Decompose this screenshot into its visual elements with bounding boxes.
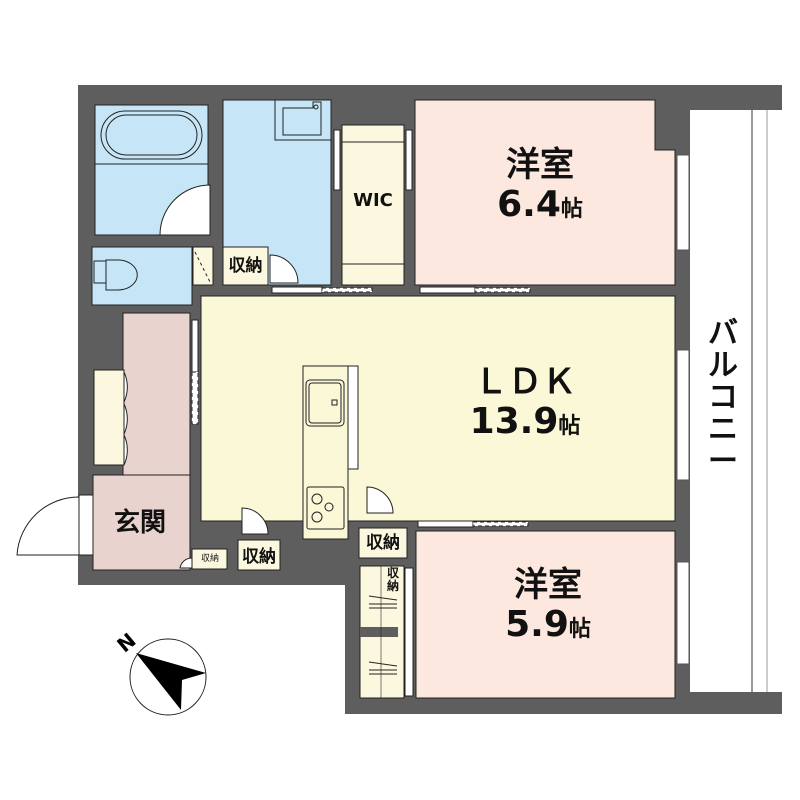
western-room-2	[415, 530, 676, 699]
storage-ldk-bottom-label: 収納	[242, 547, 276, 567]
hallway	[122, 312, 191, 484]
storage-near-kitchen-label: 収納	[366, 533, 400, 553]
storage-near-bath-label: 収納	[228, 256, 263, 276]
storage-ldk-bottom	[237, 539, 281, 571]
walk-in-closet	[341, 124, 405, 286]
storage-room-2-closet-label: 収納	[386, 566, 399, 593]
western-room-2-label: 洋室 5.9帖	[478, 565, 618, 650]
storage-near-kitchen	[358, 527, 408, 559]
storage-entrance-small-label: 収納	[200, 554, 219, 564]
entrance-label: 玄関	[113, 508, 166, 538]
western-room-1	[414, 99, 676, 286]
toilet-room	[91, 246, 193, 306]
ldk-name: ＬＤＫ	[474, 362, 576, 402]
western-room-2-size: 5.9	[505, 604, 569, 645]
storage-near-bath	[222, 246, 269, 286]
ldk-label: ＬＤＫ 13.9帖	[450, 362, 600, 447]
western-room-2-name: 洋室	[514, 565, 582, 605]
wic-label: WIC	[353, 190, 393, 211]
western-room-2-unit: 帖	[568, 617, 591, 642]
ldk-size: 13.9	[469, 401, 559, 442]
western-room-1-name: 洋室	[506, 145, 574, 185]
western-room-1-unit: 帖	[560, 197, 583, 222]
western-room-1-size: 6.4	[497, 184, 561, 225]
western-room-1-label: 洋室 6.4帖	[470, 145, 610, 230]
ldk-unit: 帖	[558, 414, 581, 439]
compass-north-label: N	[112, 628, 140, 657]
balcony-label: バルコニー	[708, 316, 738, 479]
compass-icon: N	[112, 628, 207, 716]
ldk-room	[200, 295, 676, 522]
